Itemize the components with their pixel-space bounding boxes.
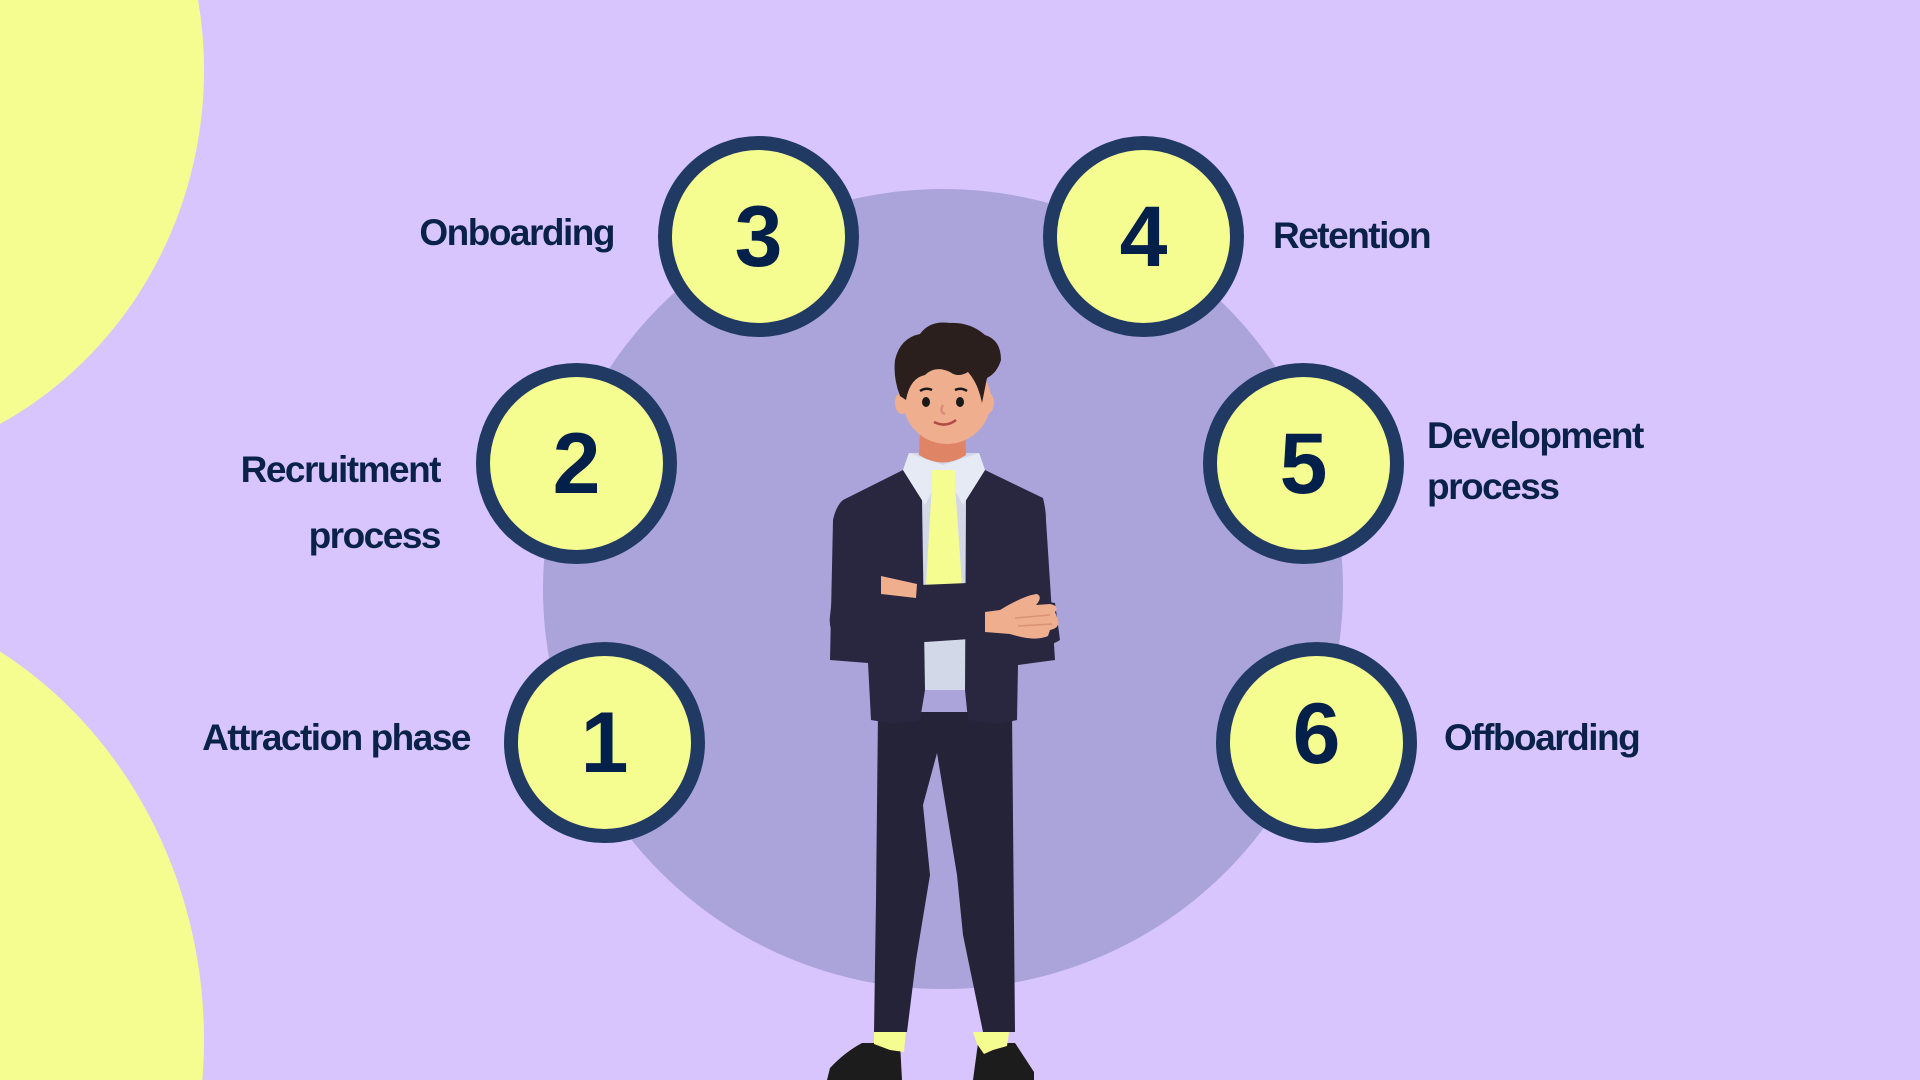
bottom-left-yellow-blob (0, 590, 204, 1080)
step-4-circle: 4 (1043, 136, 1244, 337)
center-disc (543, 189, 1343, 989)
step-2-label: Recruitment process (240, 449, 442, 556)
step-6-number: 6 (1292, 685, 1341, 782)
top-left-yellow-blob (0, 0, 204, 470)
step-2-number: 2 (552, 415, 601, 512)
step-6-label: Offboarding (1444, 717, 1641, 758)
step-3-label: Onboarding (419, 212, 615, 253)
step-1-number: 1 (580, 694, 629, 791)
step-3-number: 3 (734, 188, 783, 285)
step-2-circle: 2 (476, 363, 677, 564)
step-1-circle: 1 (504, 642, 705, 843)
step-3-circle: 3 (658, 136, 859, 337)
step-4-label: Retention (1273, 215, 1432, 256)
step-5-label: Development process (1427, 415, 1644, 507)
step-1-label: Attraction phase (202, 717, 471, 758)
step-5-circle: 5 (1203, 363, 1404, 564)
step-6-circle: 6 (1216, 642, 1417, 843)
step-4-number: 4 (1119, 188, 1168, 285)
step-5-number: 5 (1279, 415, 1328, 512)
